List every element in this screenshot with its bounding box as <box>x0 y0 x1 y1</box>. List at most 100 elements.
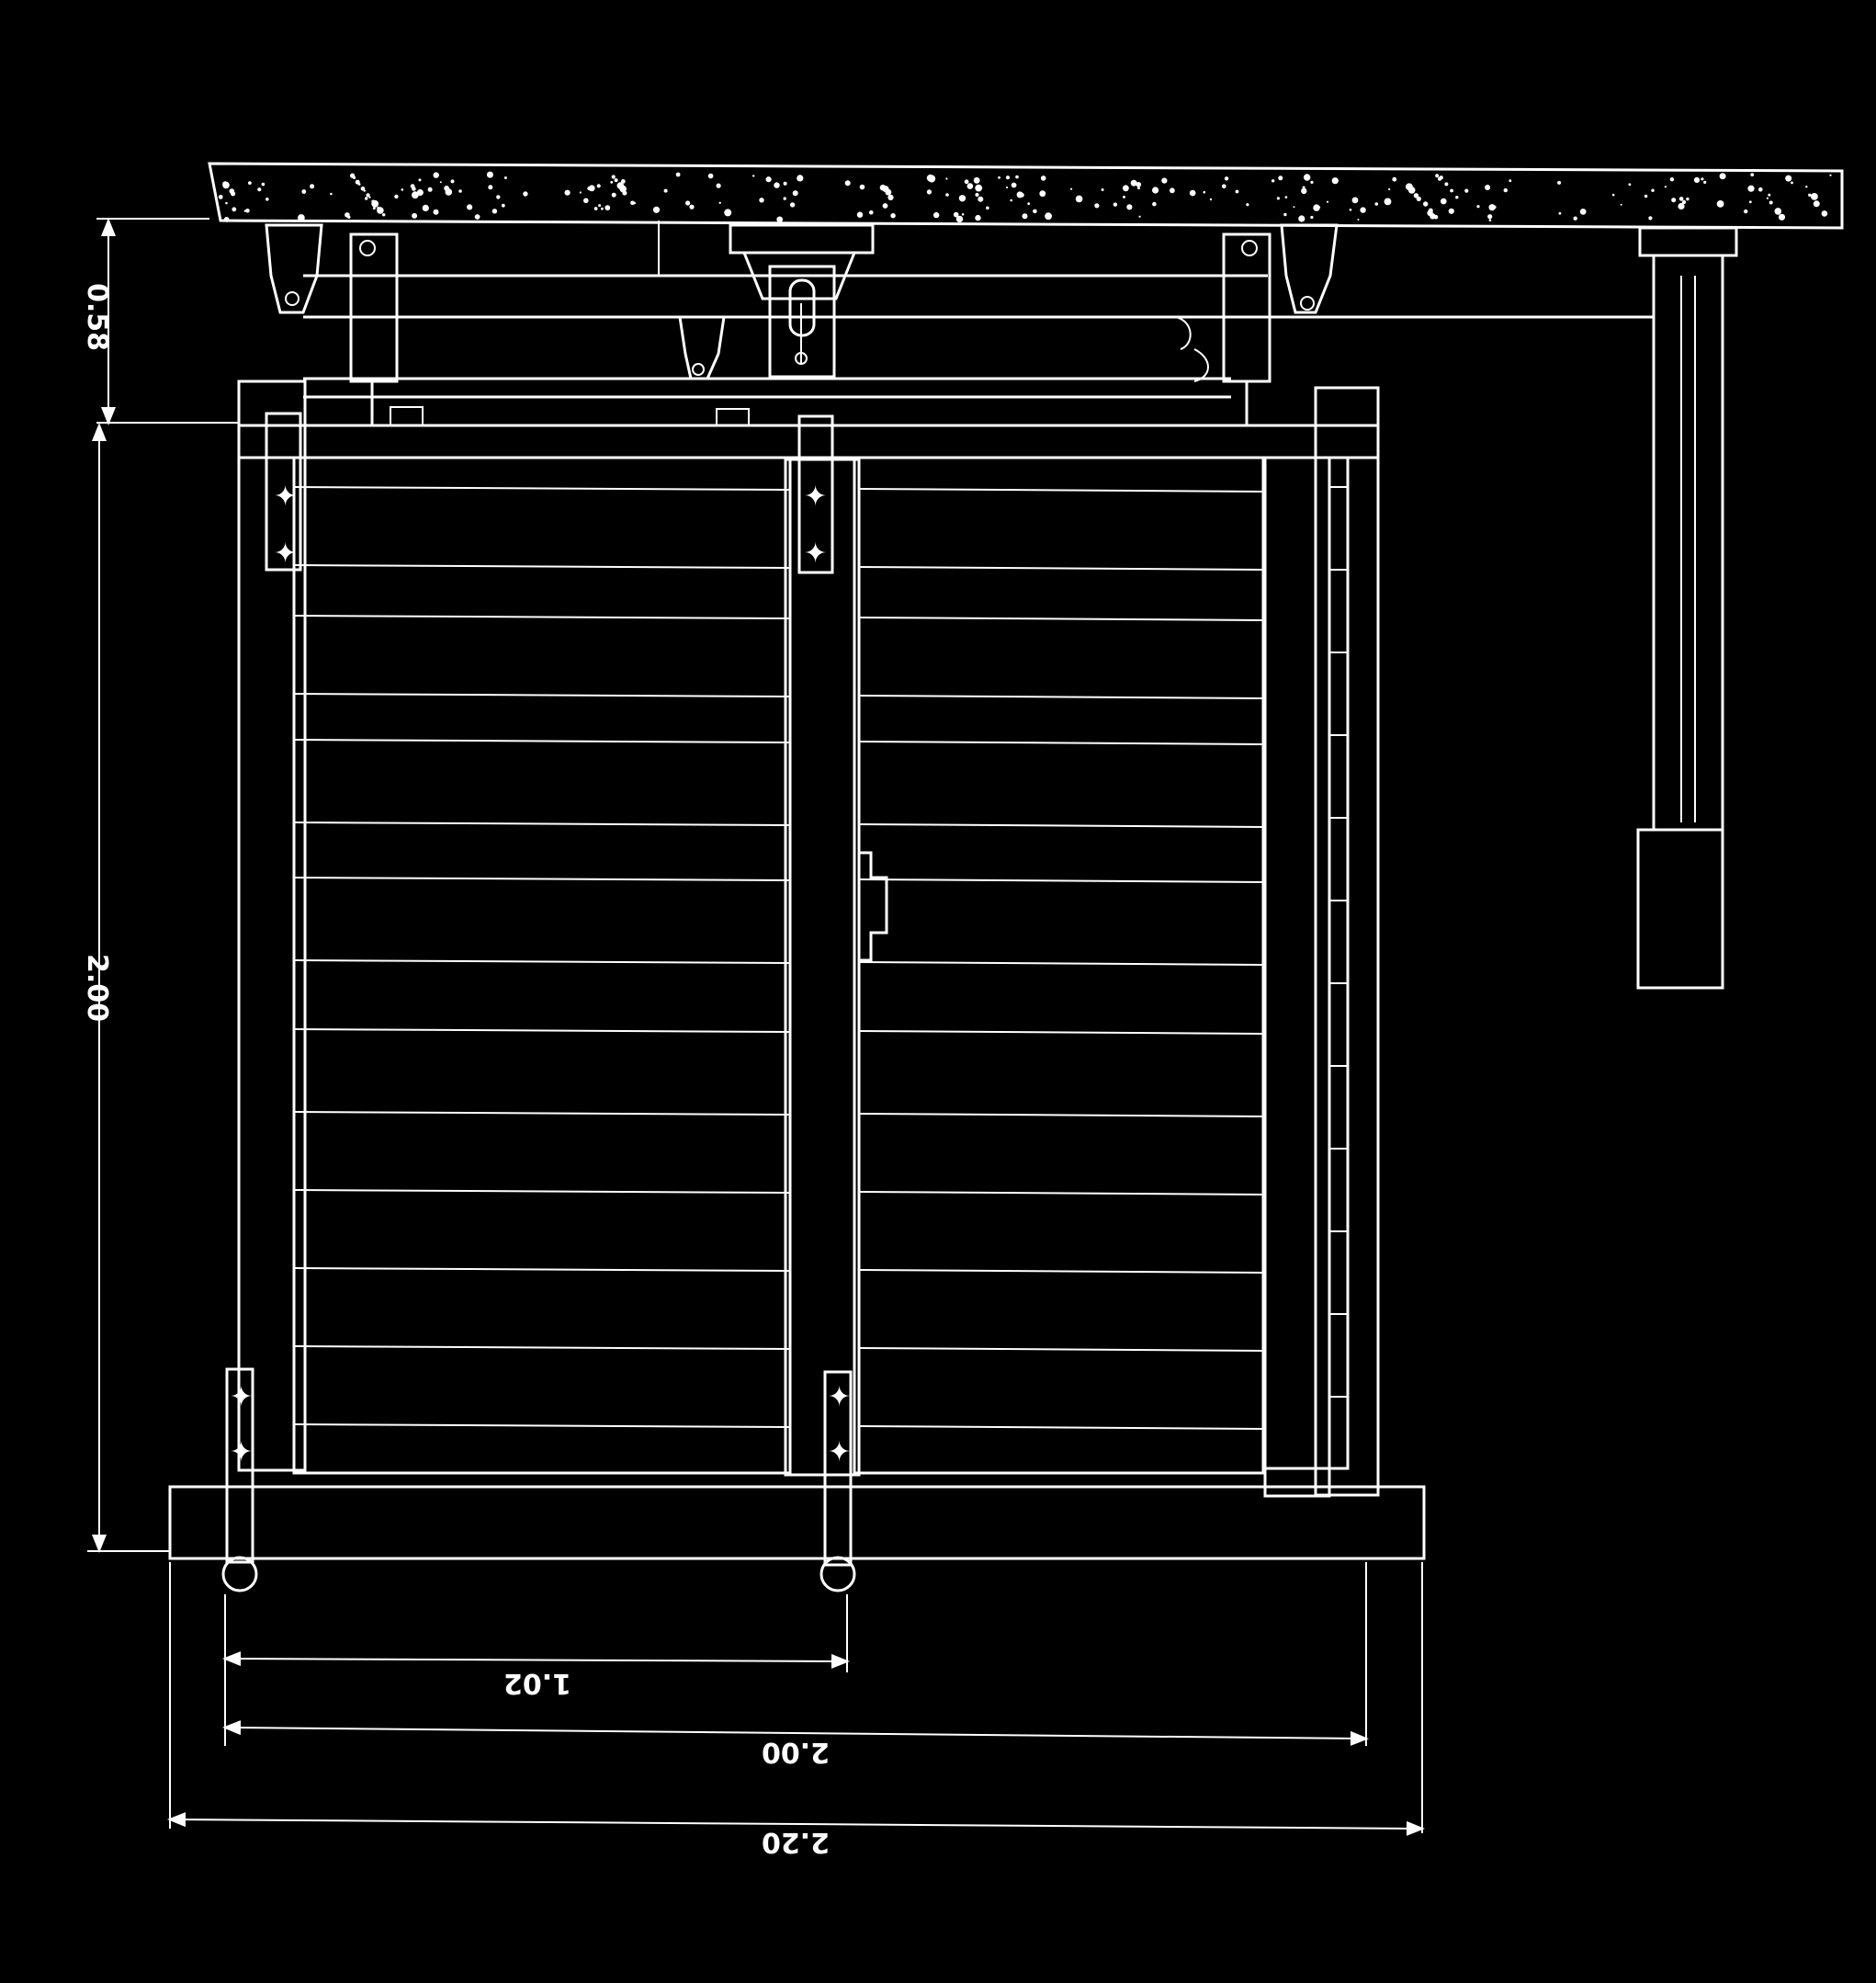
dimension-left: 0.58 2.00 <box>81 218 239 1553</box>
concrete-speckle <box>1161 177 1168 184</box>
concrete-speckle <box>261 182 266 187</box>
concrete-speckle <box>1716 200 1724 208</box>
concrete-speckle <box>1747 185 1755 192</box>
concrete-speckle <box>450 179 455 184</box>
concrete-speckle <box>1170 187 1175 194</box>
concrete-speckle <box>1101 188 1104 191</box>
concrete-speckle <box>363 189 366 192</box>
floor-sill <box>168 1485 1426 1560</box>
concrete-speckle <box>1331 177 1339 185</box>
concrete-speckle <box>752 175 755 177</box>
concrete-speckle <box>1664 186 1667 188</box>
slat-line <box>858 617 1266 621</box>
concrete-speckle <box>503 176 507 179</box>
concrete-speckle <box>1448 208 1454 214</box>
concrete-speckle <box>1444 182 1449 187</box>
concrete-speckle <box>776 216 784 223</box>
concrete-speckle <box>1113 202 1118 207</box>
concrete-speckle <box>598 204 602 208</box>
concrete-speckle <box>1701 177 1704 181</box>
concrete-speckle <box>330 192 333 196</box>
concrete-speckle <box>218 195 223 199</box>
concrete-speckle <box>1748 200 1752 204</box>
concrete-speckle <box>1027 202 1031 206</box>
concrete-speckle <box>1693 176 1701 183</box>
concrete-speckle <box>1374 202 1379 206</box>
concrete-speckle <box>1628 183 1632 187</box>
concrete-speckle <box>966 183 974 189</box>
concrete-speckle <box>492 209 498 214</box>
concrete-speckle <box>1283 212 1287 217</box>
concrete-speckle <box>1438 176 1441 181</box>
concrete-speckle <box>783 181 787 186</box>
concrete-speckle <box>1384 198 1392 206</box>
concrete-speckle <box>1476 205 1480 209</box>
concrete-speckle <box>1388 187 1391 191</box>
concrete-speckle <box>1392 176 1397 182</box>
concrete-speckle <box>243 210 246 212</box>
concrete-speckle <box>377 207 384 214</box>
concrete-speckle <box>724 209 732 217</box>
concrete-speckle <box>978 196 984 202</box>
concrete-speckle <box>412 191 419 199</box>
slat-line <box>293 486 791 491</box>
concrete-speckle <box>1278 176 1283 181</box>
concrete-speckle <box>439 181 442 184</box>
concrete-speckle <box>1360 207 1366 213</box>
slat-line <box>858 961 1266 966</box>
concrete-speckle <box>1678 202 1685 210</box>
concrete-speckle <box>998 176 1000 179</box>
concrete-speckle <box>368 196 371 198</box>
concrete-speckle <box>223 217 230 222</box>
concrete-speckle <box>1450 188 1453 193</box>
concrete-speckle <box>1791 181 1793 185</box>
svg-text:✦: ✦ <box>274 538 297 570</box>
dimension-bottom: 1.02 2.00 2.20 <box>167 1562 1425 1858</box>
hanger-bracket <box>678 315 726 380</box>
door-handle <box>859 851 888 962</box>
svg-text:✦: ✦ <box>230 1381 253 1413</box>
slat-line <box>858 823 1266 828</box>
concrete-speckle <box>633 201 636 205</box>
concrete-speckle <box>1503 187 1509 193</box>
concrete-speckle <box>945 193 949 197</box>
concrete-speckle <box>433 172 439 178</box>
counterweight-assembly <box>1636 226 1738 990</box>
concrete-speckle <box>610 180 614 184</box>
slat-line <box>858 878 1266 883</box>
concrete-speckle <box>1644 194 1648 198</box>
concrete-speckle <box>1040 176 1046 181</box>
dim-label-2-20: 2.20 <box>762 1826 830 1858</box>
concrete-speckle <box>1780 214 1783 218</box>
concrete-speckle <box>418 178 422 182</box>
slat-line <box>858 1347 1266 1352</box>
slat-line <box>293 877 791 881</box>
trolley-left <box>349 232 399 425</box>
concrete-speckle <box>1648 216 1653 221</box>
concrete-speckle <box>352 176 356 179</box>
concrete-speckle <box>1326 200 1329 203</box>
concrete-speckle <box>1573 216 1577 221</box>
hanger-bracket <box>1280 223 1339 314</box>
concrete-speckle <box>964 179 969 185</box>
concrete-speckle <box>394 194 399 199</box>
concrete-speckle <box>1123 185 1129 192</box>
concrete-speckle <box>1774 208 1782 215</box>
concrete-speckle <box>496 195 501 199</box>
concrete-speckle <box>1455 196 1459 199</box>
concrete-speckle <box>958 195 966 202</box>
concrete-speckle <box>1094 203 1100 209</box>
concrete-speckle <box>926 189 932 195</box>
concrete-speckle <box>1310 215 1314 220</box>
slat-line <box>293 1423 791 1428</box>
concrete-speckle <box>1357 219 1360 221</box>
concrete-speckle <box>1416 196 1421 201</box>
concrete-speckle <box>488 185 493 190</box>
concrete-speckle <box>614 178 618 183</box>
svg-text:✦: ✦ <box>274 481 297 513</box>
concrete-speckle <box>926 174 934 182</box>
concrete-speckle <box>652 206 661 213</box>
concrete-speckle <box>1750 173 1755 177</box>
concrete-speckle <box>1620 203 1622 206</box>
concrete-speckle <box>611 175 616 179</box>
